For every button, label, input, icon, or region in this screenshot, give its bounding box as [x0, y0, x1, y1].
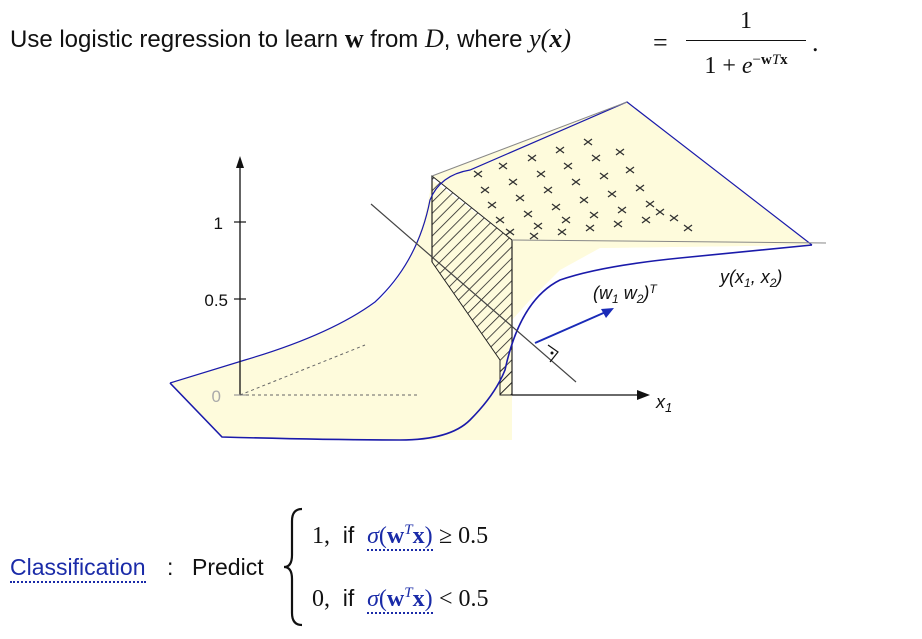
- fraction-denominator: 1 + e−wTx: [686, 45, 806, 79]
- x1-axis-label: x1: [655, 392, 672, 415]
- data-point-35: [669, 214, 679, 222]
- x1-axis-arrowhead: [637, 390, 650, 400]
- classification-term[interactable]: Classification: [10, 553, 146, 583]
- data-point-21: [607, 190, 617, 198]
- sigmoid-slope-surface: [170, 180, 512, 437]
- sentence-period: .: [812, 28, 819, 57]
- y-tick-0-label: 0: [212, 387, 221, 406]
- case-positive-relation: ≥ 0.5: [438, 523, 489, 549]
- y-tick-1-label: 1: [214, 214, 223, 233]
- dataset-symbol: D: [424, 24, 444, 53]
- denominator-base: 1 + e: [704, 53, 753, 79]
- weight-vector-symbol: w: [344, 24, 364, 53]
- data-point-7: [536, 170, 546, 178]
- data-point-8: [563, 162, 573, 170]
- data-point-14: [571, 178, 581, 186]
- data-point-19: [551, 203, 561, 211]
- sigmoid-fraction: 1 1 + e−wTx: [686, 6, 806, 79]
- right-angle-marker: [547, 344, 559, 363]
- surface-label: y(x1, x2): [718, 267, 782, 290]
- data-point-31: [557, 228, 567, 236]
- classification-colon: :: [167, 554, 174, 580]
- data-point-29: [655, 208, 665, 216]
- data-point-24: [533, 222, 543, 230]
- data-point-32: [585, 224, 595, 232]
- case-positive-if: if: [342, 522, 355, 548]
- data-point-6: [508, 178, 518, 186]
- data-point-5: [480, 186, 490, 194]
- data-point-12: [515, 194, 525, 202]
- data-point-34: [641, 216, 651, 224]
- data-point-23: [505, 228, 515, 236]
- case-negative-if: if: [342, 585, 355, 611]
- y-axis-arrowhead: [236, 156, 244, 168]
- y-of-x-symbol: y(x): [529, 24, 571, 53]
- case-negative-value: 0,: [312, 586, 330, 612]
- predict-label: Predict: [192, 554, 264, 580]
- decision-boundary-line: [370, 203, 577, 383]
- data-point-30: [529, 232, 539, 240]
- case-negative: 0, if σ(wTx) < 0.5: [312, 578, 489, 614]
- data-point-26: [589, 211, 599, 219]
- upper-plateau: [432, 102, 812, 248]
- data-point-0: [473, 170, 483, 178]
- data-point-3: [555, 146, 565, 154]
- case-positive-value: 1,: [312, 523, 330, 549]
- case-negative-relation: < 0.5: [438, 586, 489, 612]
- intro-middle: from: [363, 26, 425, 53]
- surface-outline-front: [169, 244, 813, 441]
- data-point-17: [495, 216, 505, 224]
- data-point-25: [561, 216, 571, 224]
- normal-vector-label: (w1 w2)T: [593, 282, 658, 306]
- normal-vector-shaft: [534, 310, 609, 344]
- data-point-20: [579, 196, 589, 204]
- case-positive: 1, if σ(wTx) ≥ 0.5: [312, 515, 488, 551]
- upper-plateau-back: [512, 240, 812, 320]
- data-points: [473, 138, 693, 240]
- normal-vector-arrowhead: [601, 308, 614, 318]
- data-point-16: [625, 166, 635, 174]
- fraction-numerator: 1: [740, 8, 752, 34]
- intro-prefix: Use logistic regression to learn: [10, 26, 345, 53]
- data-point-36: [683, 224, 693, 232]
- data-point-10: [615, 148, 625, 156]
- sigmoid-term-positive[interactable]: σ(wTx): [367, 522, 433, 551]
- fraction-bar: [686, 40, 806, 41]
- intro-suffix: , where: [443, 26, 530, 53]
- intro-sentence: Use logistic regression to learn w from …: [10, 24, 571, 54]
- data-point-2: [527, 154, 537, 162]
- data-point-18: [523, 210, 533, 218]
- equals-sign: =: [653, 28, 668, 57]
- denominator-exponent: −wTx: [752, 52, 788, 68]
- right-angle-dot: [550, 351, 554, 355]
- floor-dashed-diagonal: [239, 344, 366, 396]
- data-point-28: [645, 200, 655, 208]
- data-point-13: [543, 186, 553, 194]
- data-point-1: [498, 162, 508, 170]
- data-point-4: [583, 138, 593, 146]
- data-point-9: [591, 154, 601, 162]
- data-point-11: [487, 201, 497, 209]
- y-tick-half-label: 0.5: [204, 291, 228, 310]
- data-point-33: [613, 220, 623, 228]
- surface-outline-back: [169, 101, 813, 384]
- upper-right-edge: [511, 239, 827, 244]
- small-hatch-base: [500, 365, 512, 395]
- data-point-27: [617, 206, 627, 214]
- sigmoid-term-negative[interactable]: σ(wTx): [367, 585, 433, 614]
- data-point-22: [635, 184, 645, 192]
- cases-brace: [284, 507, 303, 627]
- data-point-15: [599, 172, 609, 180]
- upper-back-edge: [431, 101, 628, 177]
